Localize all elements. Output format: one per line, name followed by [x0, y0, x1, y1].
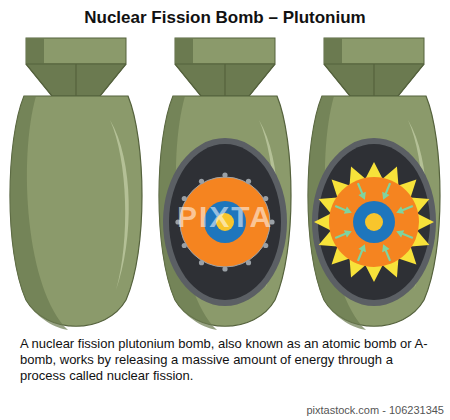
tail-box — [324, 38, 424, 64]
title: Nuclear Fission Bomb – Plutonium — [0, 8, 450, 28]
implosion-arrowhead — [344, 230, 352, 237]
tail-shade — [324, 38, 342, 64]
explosion-burst — [314, 162, 434, 282]
implosion-arrowhead — [382, 192, 389, 200]
fin-line — [324, 64, 424, 96]
tail-fin — [175, 64, 275, 96]
body-shade — [10, 96, 68, 330]
cutaway-rim — [163, 138, 287, 306]
cutaway — [169, 144, 281, 300]
tail-fin — [26, 64, 126, 96]
detonator — [246, 260, 251, 265]
tamper — [353, 201, 395, 243]
fin-line — [175, 64, 275, 96]
implosion-arrowhead — [344, 206, 352, 213]
implosion-arrowhead — [382, 244, 389, 252]
implosion-arrowhead — [396, 230, 404, 237]
implosion-arrowhead — [358, 244, 365, 252]
detonator — [182, 243, 187, 248]
tail-shade — [26, 38, 44, 64]
implosion-arrowhead — [396, 206, 404, 213]
watermark: PIXTA — [177, 200, 273, 234]
detonator — [263, 243, 268, 248]
detonator — [222, 266, 227, 271]
explosive-lens — [329, 177, 419, 267]
plutonium-core — [365, 213, 383, 231]
cutaway-rim — [312, 138, 436, 306]
body-highlight — [110, 120, 129, 290]
tail-box — [26, 38, 126, 64]
tail-box — [175, 38, 275, 64]
detonator — [199, 260, 204, 265]
bomb — [159, 38, 291, 330]
implosion-arrowhead — [358, 192, 365, 200]
bomb — [10, 38, 142, 330]
detonator — [246, 179, 251, 184]
tail-fin — [324, 64, 424, 96]
detonator — [222, 172, 227, 177]
fin-line — [26, 64, 126, 96]
bomb — [308, 38, 440, 330]
stock-credit: pixtastock.com - 106231345 — [306, 404, 444, 416]
detonator — [199, 179, 204, 184]
tail-shade — [175, 38, 193, 64]
caption: A nuclear fission plutonium bomb, also k… — [20, 336, 432, 384]
